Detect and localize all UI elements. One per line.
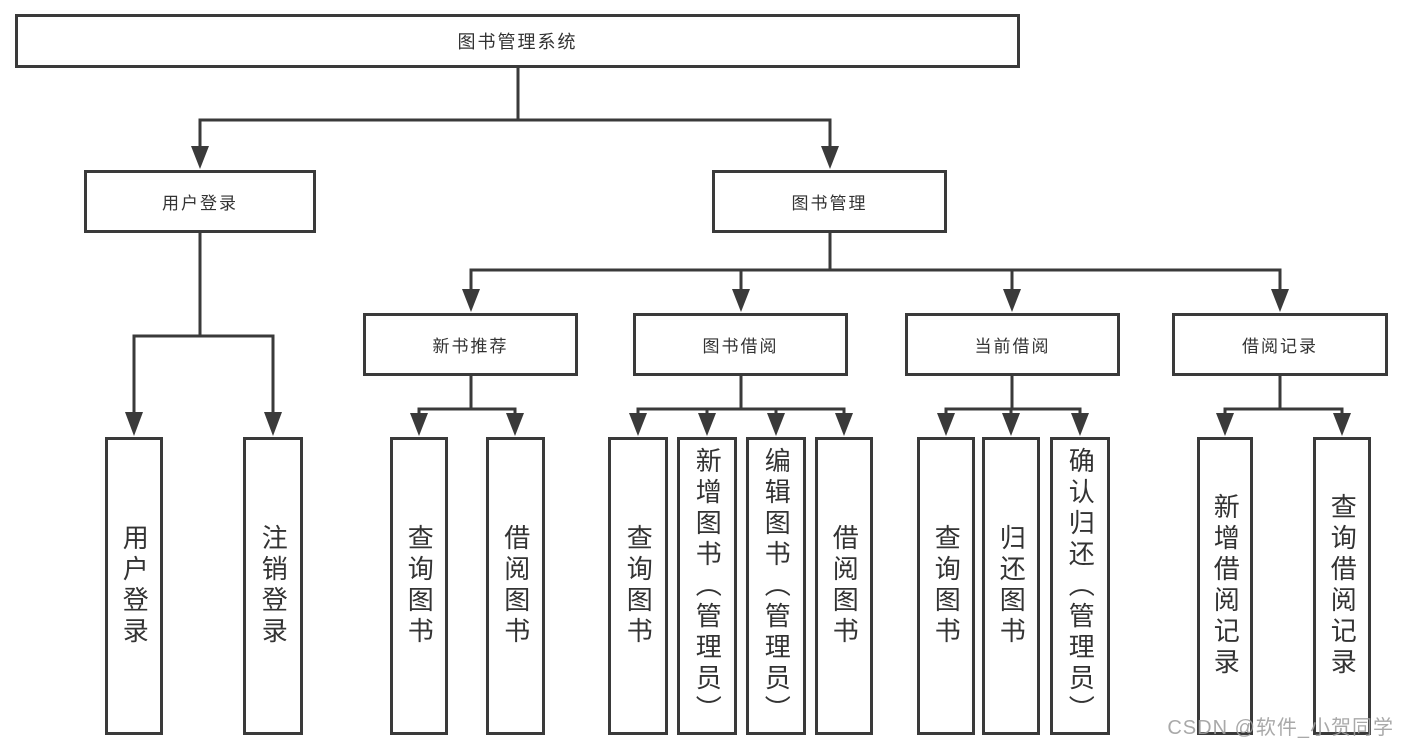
leaf-user-login: 用户登录 <box>105 437 163 735</box>
leaf-label: 注销登录 <box>258 524 289 648</box>
arrowhead-down-icon <box>264 412 282 436</box>
connector-lines <box>198 66 832 150</box>
connector-current-borrow-children <box>937 374 1089 436</box>
leaf-query-books-borrowing: 查询图书 <box>608 437 668 735</box>
leaf-label: 编辑图书（管理员） <box>761 446 792 726</box>
arrowhead-down-icon <box>1271 289 1289 312</box>
watermark: CSDN @软件_小贺同学 <box>1167 717 1394 739</box>
arrowhead-down-icon <box>1216 413 1234 436</box>
connector-lines <box>417 374 517 416</box>
leaf-label: 查询图书 <box>931 524 962 648</box>
leaf-label: 查询图书 <box>623 524 654 648</box>
leaf-label: 借阅图书 <box>500 524 531 648</box>
arrowhead-down-icon <box>629 413 647 436</box>
arrowhead-down-icon <box>1003 289 1021 312</box>
connector-borrow-records-children <box>1216 374 1351 436</box>
connector-lines <box>944 374 1082 416</box>
node-book-management: 图书管理 <box>712 170 947 233</box>
leaf-label: 新增借阅记录 <box>1210 493 1241 679</box>
arrowhead-down-icon <box>125 412 143 436</box>
connector-lines <box>636 374 846 416</box>
leaf-add-borrow-record: 新增借阅记录 <box>1197 437 1253 735</box>
arrowhead-down-icon <box>191 146 209 169</box>
connector-book-borrow-children <box>629 374 853 436</box>
node-current-borrowing: 当前借阅 <box>905 313 1120 376</box>
leaf-label: 归还图书 <box>996 524 1027 648</box>
leaf-label: 用户登录 <box>119 524 150 648</box>
arrowhead-down-icon <box>698 413 716 436</box>
arrowhead-down-icon <box>462 289 480 312</box>
leaf-query-borrow-record: 查询借阅记录 <box>1313 437 1371 735</box>
connector-lines <box>469 231 1282 293</box>
arrowhead-down-icon <box>1002 413 1020 436</box>
node-book-borrowing: 图书借阅 <box>633 313 848 376</box>
arrowhead-down-icon <box>821 146 839 169</box>
arrowhead-down-icon <box>1071 413 1089 436</box>
leaf-borrow-books-recommend: 借阅图书 <box>486 437 545 735</box>
node-borrowing-records: 借阅记录 <box>1172 313 1388 376</box>
node-user-login: 用户登录 <box>84 170 316 233</box>
connector-user-login-children <box>125 231 282 436</box>
node-new-book-recommend: 新书推荐 <box>363 313 578 376</box>
leaf-label: 新增图书（管理员） <box>692 446 723 726</box>
arrowhead-down-icon <box>506 413 524 436</box>
leaf-logout-login: 注销登录 <box>243 437 303 735</box>
leaf-confirm-return-admin: 确认归还（管理员） <box>1050 437 1110 735</box>
arrowhead-down-icon <box>1333 413 1351 436</box>
leaf-query-books-current: 查询图书 <box>917 437 975 735</box>
leaf-label: 借阅图书 <box>829 524 860 648</box>
leaf-label: 查询借阅记录 <box>1327 493 1358 679</box>
leaf-edit-books-admin: 编辑图书（管理员） <box>746 437 806 735</box>
leaf-add-books-admin: 新增图书（管理员） <box>677 437 737 735</box>
connector-lines <box>132 231 275 416</box>
leaf-label: 确认归还（管理员） <box>1065 446 1096 726</box>
node-root: 图书管理系统 <box>15 14 1020 68</box>
arrowhead-down-icon <box>410 413 428 436</box>
connector-book-management-children <box>462 231 1289 312</box>
arrowhead-down-icon <box>767 413 785 436</box>
connector-lines <box>1223 374 1344 416</box>
arrowhead-down-icon <box>937 413 955 436</box>
leaf-borrow-books-borrowing: 借阅图书 <box>815 437 873 735</box>
leaf-return-books: 归还图书 <box>982 437 1040 735</box>
arrowhead-down-icon <box>835 413 853 436</box>
connector-new-book-children <box>410 374 524 436</box>
leaf-query-books-recommend: 查询图书 <box>390 437 448 735</box>
arrowhead-down-icon <box>732 289 750 312</box>
leaf-label: 查询图书 <box>404 524 435 648</box>
connector-root-to-level2 <box>191 66 839 169</box>
